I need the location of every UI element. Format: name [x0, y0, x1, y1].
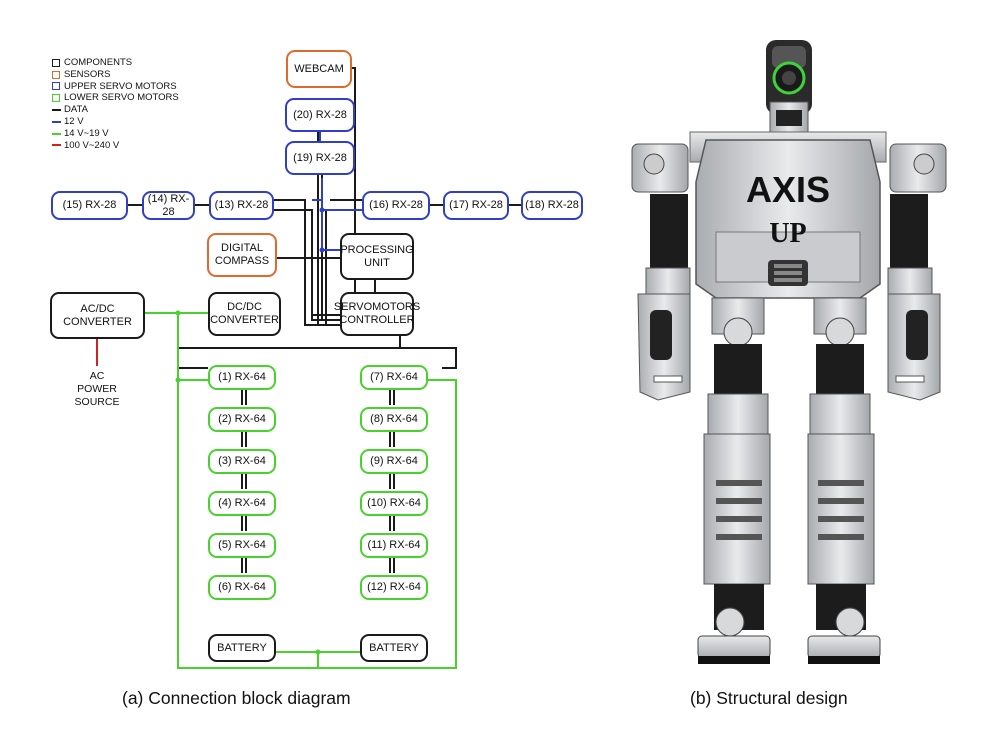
battery-left-block: BATTERY — [208, 634, 276, 662]
servo-rx64-11: (11) RX-64 — [360, 533, 428, 558]
legend-label: 14 V~19 V — [64, 127, 109, 139]
servo-rx28-20: (20) RX-28 — [285, 98, 355, 132]
servo-rx28-14: (14) RX-28 — [142, 191, 195, 220]
servo-rx64-5: (5) RX-64 — [208, 533, 276, 558]
legend-line — [52, 109, 61, 112]
servo-rx64-6: (6) RX-64 — [208, 575, 276, 600]
robot-logo-axis: AXIS — [746, 169, 830, 210]
diagram-legend: COMPONENTS SENSORS UPPER SERVO MOTORS LO… — [52, 57, 179, 151]
servo-rx64-1: (1) RX-64 — [208, 365, 276, 390]
legend-line — [52, 120, 61, 123]
robot-left-leg — [697, 297, 771, 664]
servo-rx64-12: (12) RX-64 — [360, 575, 428, 600]
dc-dc-converter-block: DC/DC CONVERTER — [208, 292, 281, 336]
legend-item-sensors: SENSORS — [52, 69, 179, 81]
legend-label: 12 V — [64, 115, 84, 127]
legend-item-upper-servos: UPPER SERVO MOTORS — [52, 81, 179, 93]
legend-line — [52, 144, 61, 147]
legend-label: SENSORS — [64, 68, 111, 80]
legend-swatch — [52, 94, 60, 103]
servo-rx64-3: (3) RX-64 — [208, 449, 276, 474]
legend-item-14-19v: 14 V~19 V — [52, 128, 179, 140]
digital-compass-block: DIGITAL COMPASS — [207, 233, 277, 277]
robot-head — [766, 40, 812, 133]
servo-rx28-16: (16) RX-28 — [362, 191, 430, 220]
servo-rx28-19: (19) RX-28 — [285, 141, 355, 175]
legend-swatch — [52, 58, 60, 67]
robot-illustration: AXIS UP — [631, 40, 947, 664]
ac-power-source-label: AC POWER SOURCE — [74, 370, 120, 408]
legend-label: 100 V~240 V — [64, 139, 120, 151]
robot-logo-up: UP — [769, 218, 806, 249]
ac-dc-converter-block: AC/DC CONVERTER — [50, 292, 145, 339]
servo-rx28-18: (18) RX-28 — [521, 191, 583, 220]
robot-right-arm — [887, 143, 947, 401]
legend-label: LOWER SERVO MOTORS — [64, 92, 179, 104]
robot-left-arm — [631, 143, 691, 401]
legend-label: DATA — [64, 104, 88, 116]
legend-item-components: COMPONENTS — [52, 57, 179, 69]
legend-item-lower-servos: LOWER SERVO MOTORS — [52, 92, 179, 104]
caption-structural-design: (b) Structural design — [690, 688, 848, 708]
servo-rx28-13: (13) RX-28 — [209, 191, 274, 220]
servo-rx64-7: (7) RX-64 — [360, 365, 428, 390]
servo-rx64-9: (9) RX-64 — [360, 449, 428, 474]
legend-swatch — [52, 70, 60, 79]
servo-rx64-2: (2) RX-64 — [208, 407, 276, 432]
legend-item-12v: 12 V — [52, 116, 179, 128]
legend-label: COMPONENTS — [64, 57, 133, 68]
legend-item-data: DATA — [52, 104, 179, 116]
servo-rx64-10: (10) RX-64 — [360, 491, 428, 516]
servo-rx64-8: (8) RX-64 — [360, 407, 428, 432]
caption-connection-diagram: (a) Connection block diagram — [122, 688, 351, 708]
robot-torso: AXIS UP — [695, 139, 881, 299]
servomotors-controller-block: SERVOMOTORS CONTROLLER — [334, 292, 420, 336]
webcam-block: WEBCAM — [286, 50, 352, 88]
legend-item-100-240v: 100 V~240 V — [52, 140, 179, 152]
legend-swatch — [52, 82, 60, 91]
legend-line — [52, 132, 61, 135]
processing-unit-block: PROCESSING UNIT — [340, 233, 414, 280]
servo-rx28-17: (17) RX-28 — [443, 191, 509, 220]
robot-right-leg — [807, 297, 881, 664]
battery-right-block: BATTERY — [360, 634, 428, 662]
legend-label: UPPER SERVO MOTORS — [64, 80, 177, 92]
servo-rx64-4: (4) RX-64 — [208, 491, 276, 516]
servo-rx28-15: (15) RX-28 — [51, 191, 128, 220]
